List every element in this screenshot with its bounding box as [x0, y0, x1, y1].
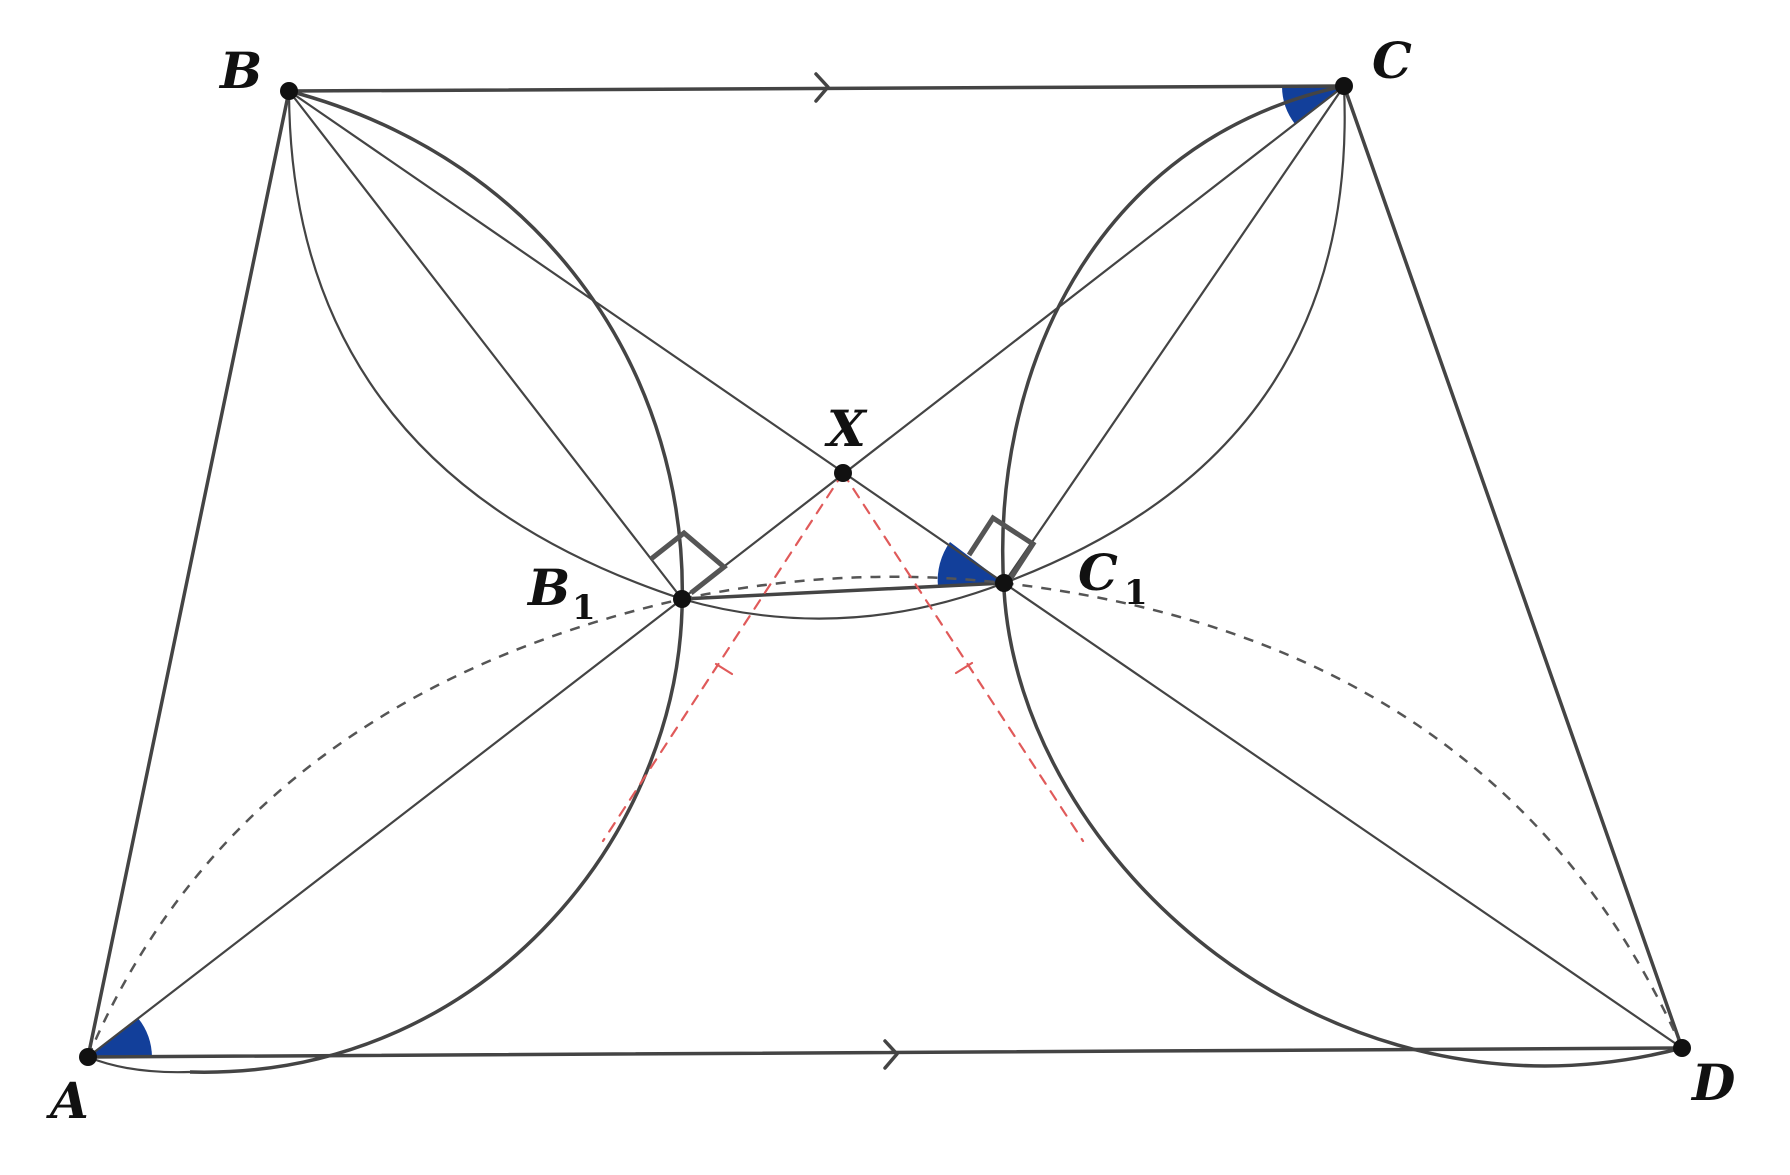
angle-marker-c — [1282, 86, 1344, 124]
right-angle-marker-c1 — [966, 514, 1037, 583]
tick-mark-left — [714, 662, 734, 676]
label-d: D — [1690, 1053, 1735, 1112]
point-b1 — [673, 590, 691, 608]
segment-bc — [287, 84, 1346, 93]
label-a: A — [46, 1071, 89, 1130]
label-c: C — [1372, 31, 1412, 90]
point-d — [1673, 1039, 1691, 1057]
angle-marker-a — [88, 1018, 152, 1058]
point-b — [280, 82, 298, 100]
right-angle-marker-b1 — [649, 529, 728, 595]
dashed-arc-b1-c1 — [681, 575, 1005, 601]
segment-c-b1 — [680, 84, 1346, 601]
angle-marker-c1 — [937, 542, 1004, 587]
segment-b-b1 — [287, 89, 684, 601]
label-c1-subscript: 1 — [1124, 573, 1148, 613]
tick-mark-right — [954, 661, 974, 675]
point-x — [834, 464, 852, 482]
arc-b-b1 — [287, 90, 683, 601]
point-a — [79, 1048, 97, 1066]
label-b: B — [218, 41, 262, 100]
dashed-arc-a-b1 — [86, 597, 683, 1058]
label-c1: C — [1078, 543, 1118, 602]
segment-a-b1 — [86, 597, 684, 1059]
red-dashed-x-left — [601, 471, 845, 843]
circle-right-arc — [1001, 84, 1683, 1068]
arc-a-d-bottom — [87, 1055, 191, 1074]
parallel-mark-ad — [883, 1039, 899, 1070]
point-c1 — [995, 574, 1013, 592]
dashed-arc-d-c1 — [1003, 581, 1684, 1049]
point-c — [1335, 77, 1353, 95]
red-dashed-x-right — [841, 471, 1085, 843]
arc-c-c1 — [1003, 85, 1346, 585]
segment-b-c1 — [287, 89, 1006, 585]
label-b1-subscript: 1 — [572, 588, 596, 628]
parallel-mark-bc — [814, 72, 830, 103]
segment-c-c1 — [1002, 84, 1346, 585]
label-x: X — [824, 399, 868, 458]
angle-markers — [88, 86, 1344, 1058]
circle-left-arc — [189, 89, 685, 1074]
segment-d-c1 — [1002, 581, 1684, 1050]
arc-b1-c1 — [681, 581, 1005, 620]
segment-cd — [1342, 84, 1684, 1050]
segment-b1c1 — [680, 581, 1006, 601]
segment-ab — [86, 89, 291, 1059]
label-b1: B — [526, 558, 570, 617]
